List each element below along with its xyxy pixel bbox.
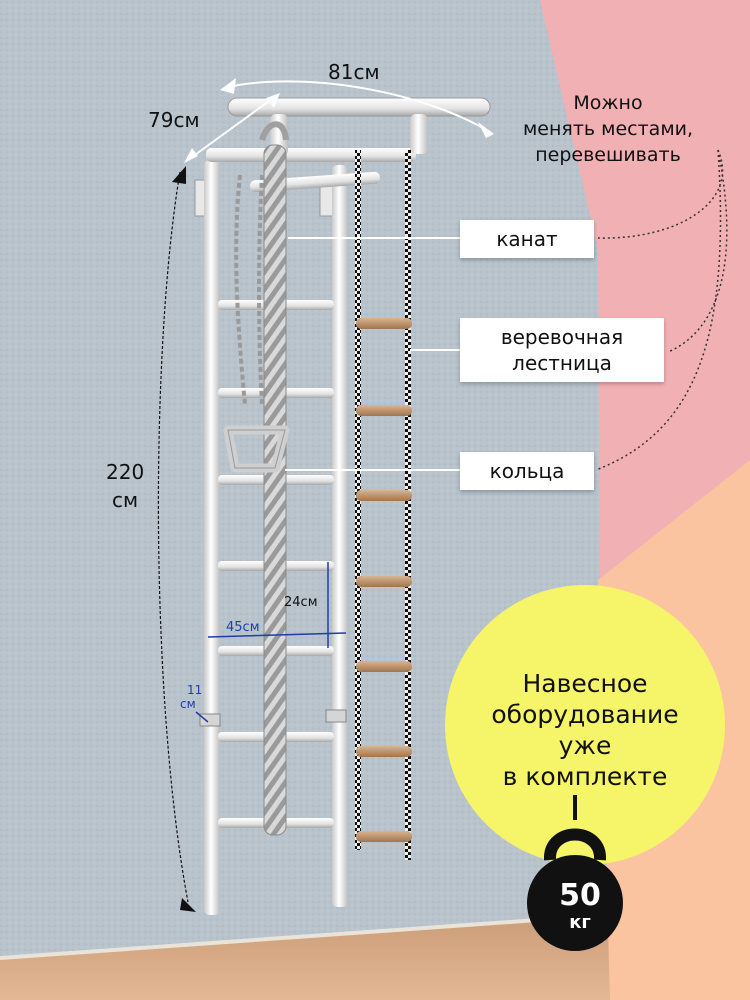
weight-label: 50 кг: [538, 880, 622, 934]
promo-text: Навесное оборудование уже в комплекте: [470, 668, 700, 792]
swappable-note-line-1: Можно: [573, 92, 643, 114]
dimension-220-arrow: [157, 166, 196, 912]
weight-value: 50: [559, 878, 601, 913]
swappable-note-line-2: менять местами,: [522, 118, 694, 140]
dimension-wall-gap-value: 11: [187, 683, 203, 697]
dimension-79-arrow: [184, 93, 280, 163]
rope-ladder-rungs: [356, 318, 412, 842]
ladder-rail-left: [204, 160, 220, 915]
rings-strap: [234, 174, 264, 406]
callout-rope-ladder-line-1: веревочная: [500, 325, 624, 349]
dimension-45-line: [207, 632, 347, 638]
callout-rope: канат: [460, 220, 594, 258]
weight-unit: кг: [569, 912, 591, 933]
dimension-81-arrow: [220, 78, 494, 138]
swap-dotted-lines: [595, 149, 728, 471]
dimension-ladder-width-label: 45см: [226, 620, 260, 635]
promo-line-3: уже: [558, 731, 612, 760]
climbing-rope: [263, 144, 287, 836]
callout-rings: кольца: [460, 452, 594, 490]
swappable-note-line-3: перевешивать: [535, 144, 681, 166]
dimension-width-label: 81см: [328, 60, 380, 84]
rope-loop: [259, 121, 289, 142]
top-cross-beam: [206, 148, 416, 162]
callout-rope-ladder: веревочная лестница: [460, 318, 664, 382]
dimension-depth-label: 79см: [148, 108, 200, 132]
kettlebell-icon: [527, 795, 623, 951]
promo-line-4: в комплекте: [502, 762, 668, 791]
wall-bracket-right: [319, 185, 335, 217]
dimension-11-line: [195, 711, 209, 723]
dimension-rung-spacing-label: 24см: [284, 595, 318, 610]
promo-line-1: Навесное: [522, 669, 648, 698]
rope-ladder-cord-right: [405, 150, 411, 860]
wall-spacer-right: [325, 709, 347, 723]
gymnastic-rings-shadow: [227, 429, 286, 469]
promo-circle: [445, 585, 725, 865]
dimension-height-unit: см: [112, 488, 139, 512]
ladder-rail-right: [332, 165, 348, 907]
promo-line-2: оборудование: [491, 700, 679, 729]
swappable-note: Можно менять местами, перевешивать: [498, 90, 718, 168]
dimension-height-value: 220: [106, 460, 145, 484]
wall-spacer: [199, 713, 221, 727]
callout-rope-ladder-line-2: лестница: [512, 351, 612, 375]
pullup-bar-arm-right: [410, 114, 428, 154]
dimension-wall-gap-unit: см: [180, 697, 196, 711]
